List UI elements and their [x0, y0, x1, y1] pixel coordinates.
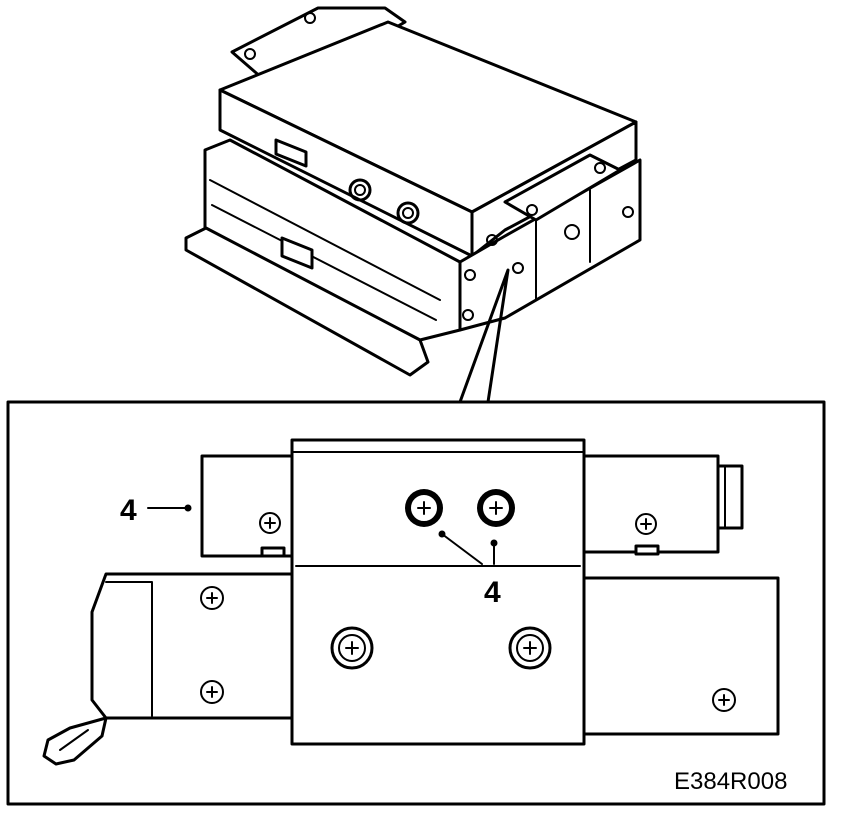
leader-dot [490, 539, 498, 547]
screws-large [330, 626, 552, 670]
side-screw [622, 206, 634, 218]
base-plate-left [90, 572, 294, 720]
detail-callout-leader [458, 268, 510, 404]
tray-handle [280, 236, 314, 270]
side-housing-edge [535, 189, 591, 301]
fasteners-callout-4 [405, 489, 515, 527]
side-plate [503, 153, 622, 222]
front-hole-inner [402, 207, 414, 219]
hook-slot [59, 729, 89, 751]
screws-small [200, 512, 736, 712]
callout-label-left: 4 [120, 494, 137, 527]
side-screw [462, 309, 474, 321]
base-plate-bevel [105, 581, 153, 717]
side-plate-hole [526, 204, 538, 216]
hex-screw [508, 626, 552, 670]
rear-bar-left [200, 454, 296, 558]
label-leader-a [441, 533, 483, 565]
screw-head [635, 513, 657, 535]
hex-screw [330, 626, 374, 670]
front-hole [396, 201, 420, 225]
bracket-hole [244, 48, 256, 60]
side-screw [564, 224, 580, 240]
bracket-hole [304, 12, 316, 24]
unit-overview [184, 6, 642, 377]
tray-lip [184, 226, 430, 377]
callout-label-bottom: 4 [484, 576, 501, 609]
screw-head [259, 512, 281, 534]
leader-dot [184, 504, 192, 512]
center-block [290, 438, 586, 746]
side-screw [512, 262, 524, 274]
leader-dot [438, 530, 446, 538]
base-plate-right [582, 576, 780, 736]
screw-head [200, 680, 224, 704]
screw-head [712, 688, 736, 712]
side-plate-hole [594, 162, 606, 174]
front-hole [348, 178, 372, 202]
rear-bar-right [582, 454, 720, 554]
front-tab [274, 138, 308, 168]
side-screw [486, 234, 498, 246]
hook-tab [42, 716, 108, 766]
tray-ridge [209, 179, 441, 321]
rear-tab [634, 544, 660, 556]
side-screw [464, 269, 476, 281]
screw-head [200, 586, 224, 610]
detail-view: 4 4 [42, 438, 780, 766]
fastener-screw [405, 489, 443, 527]
fastener-screw [477, 489, 515, 527]
detail-frame [6, 400, 826, 806]
rear-bar-right-cap [716, 464, 744, 530]
front-hole-inner [354, 184, 366, 196]
rear-tab [260, 546, 286, 558]
drawing-code: E384R008 [674, 768, 787, 795]
